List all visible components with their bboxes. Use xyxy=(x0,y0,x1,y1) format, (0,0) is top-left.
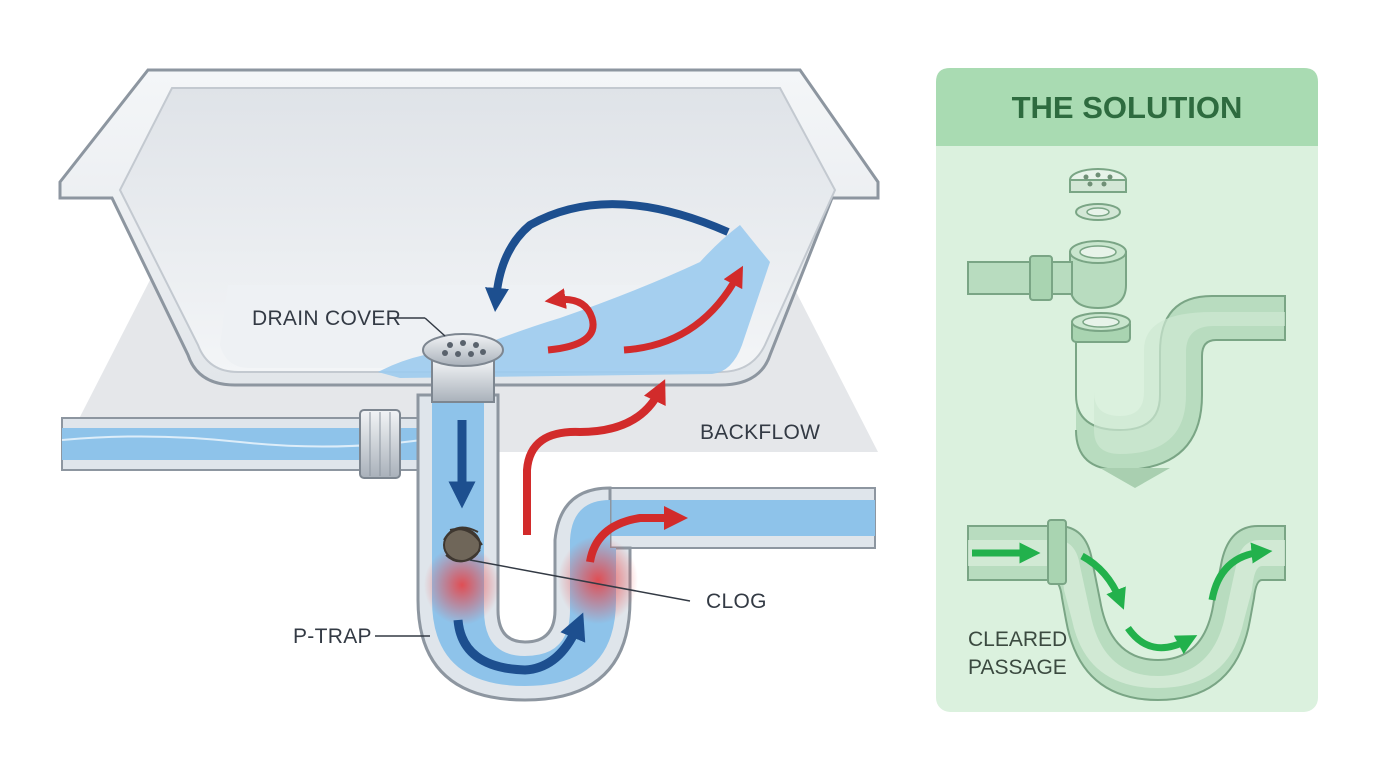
backflow-arrow-basin-up xyxy=(623,265,744,354)
backflow-arrow-riser xyxy=(523,379,666,535)
trap-flow-arrow xyxy=(453,612,586,675)
clear-arrow-down xyxy=(1080,552,1126,610)
drain-cover xyxy=(422,333,504,403)
solution-title: THE SOLUTION xyxy=(1012,90,1243,125)
drain-cover-leader-2 xyxy=(424,317,446,337)
clog-leader xyxy=(469,559,691,602)
backflow-arrow-basin-curl xyxy=(544,288,597,354)
clog-pressure-glow-right xyxy=(558,536,638,624)
backflow-label: BACKFLOW xyxy=(700,421,820,444)
cleared-pipe-coupling xyxy=(1047,519,1067,585)
solution-panel-header xyxy=(936,68,1318,146)
clog-label: CLOG xyxy=(706,590,767,613)
solution-panel-bg xyxy=(936,68,1318,712)
p-trap-label: P-TRAP xyxy=(293,625,372,648)
left-inlet-pipe xyxy=(61,409,423,479)
basin-return-arrow xyxy=(484,200,730,312)
step-divider-triangle xyxy=(1100,468,1170,488)
backflow-arrow-outlet xyxy=(586,506,688,563)
clog-pressure-glow-left xyxy=(424,545,500,625)
solution-panel: THE SOLUTION xyxy=(936,68,1318,712)
drain-cover-label: DRAIN COVER xyxy=(252,307,401,330)
clogged-sink-illustration: DRAIN COVER BACKFLOW CLOG P-TRAP xyxy=(58,68,880,702)
clear-arrow-outlet xyxy=(1208,542,1273,601)
clog-debris xyxy=(443,526,483,563)
cleared-passage-label-line2: PASSAGE xyxy=(968,656,1067,679)
exploded-drain-assembly xyxy=(967,168,1127,310)
cleared-passage-label-line1: CLEARED xyxy=(968,628,1067,651)
clear-arrow-trap xyxy=(1125,625,1198,655)
